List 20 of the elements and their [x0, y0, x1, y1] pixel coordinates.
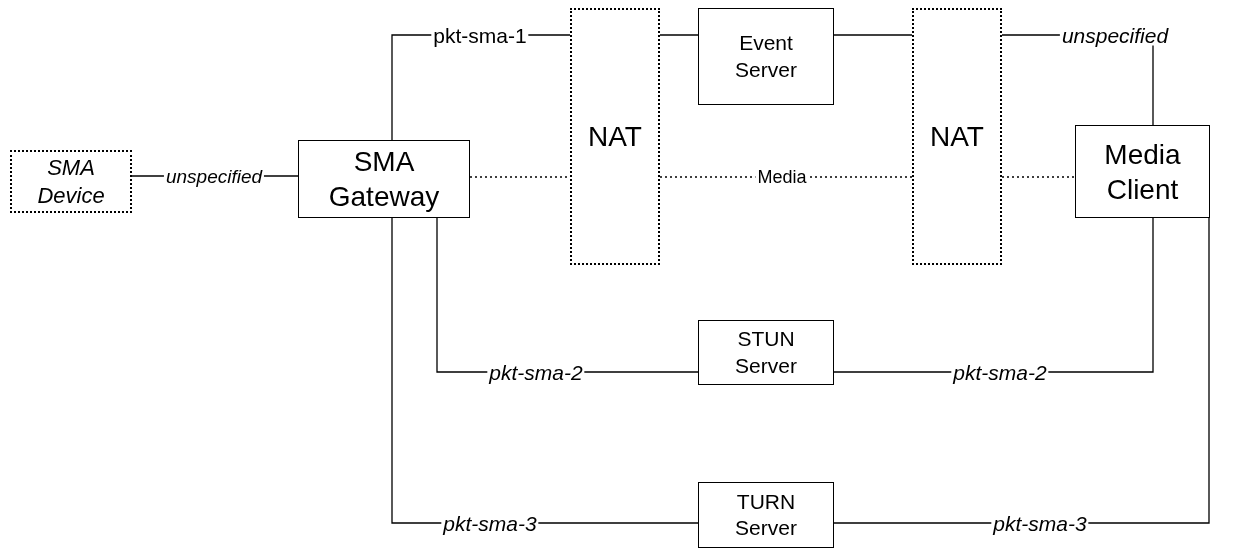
- node-label: Event Server: [734, 30, 798, 83]
- node-label: TURN Server: [734, 488, 798, 541]
- process-box: [1075, 125, 1210, 218]
- node-label: Media Client: [1103, 137, 1182, 207]
- node-label: SMA Gateway: [327, 145, 441, 214]
- dotted-box: [912, 8, 1002, 265]
- edge-label: Media: [755, 168, 809, 186]
- dotted-box: [570, 8, 660, 265]
- connector-line: [659, 34, 699, 36]
- process-box: [698, 320, 834, 385]
- node-label: SMA Device: [36, 154, 106, 209]
- node-label: NAT: [587, 120, 643, 154]
- node-label: NAT: [929, 120, 985, 154]
- dotted-box: [10, 150, 132, 213]
- connector-line: [1001, 176, 1076, 178]
- process-box: [298, 140, 470, 218]
- process-box: [698, 8, 834, 105]
- process-box: [698, 482, 834, 548]
- connector-line: [833, 34, 913, 36]
- node-label: STUN Server: [734, 326, 798, 379]
